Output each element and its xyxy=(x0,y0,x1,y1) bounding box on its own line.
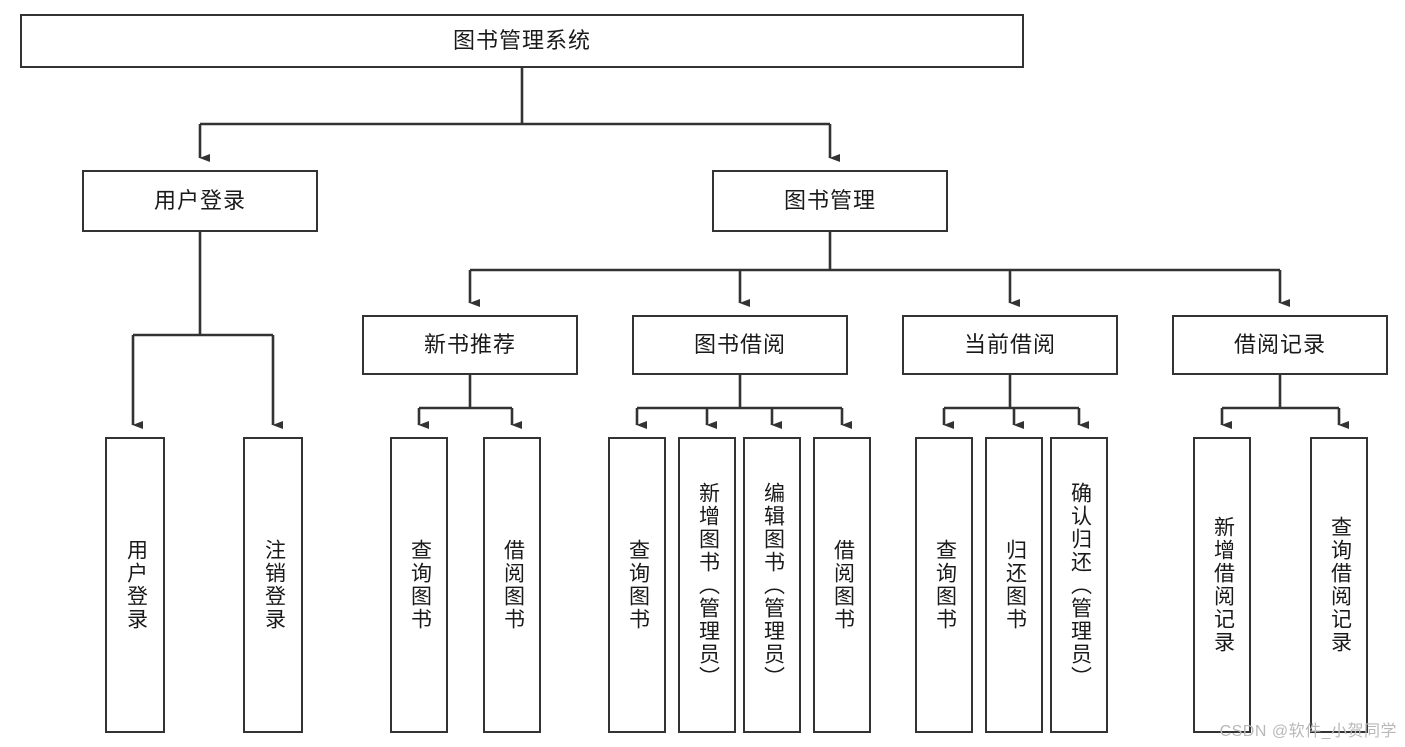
node-user-login[interactable]: 用户登录 xyxy=(82,170,318,232)
node-leaf-edit-book-label: 编辑图书（管理员） xyxy=(761,481,785,689)
node-borrow-record-label: 借阅记录 xyxy=(1233,331,1326,357)
node-leaf-borrow-book-1-label: 借阅图书 xyxy=(501,539,525,631)
node-leaf-user-login-label: 用户登录 xyxy=(124,539,148,631)
node-leaf-query-record-label: 查询借阅记录 xyxy=(1328,516,1352,654)
node-borrow-record[interactable]: 借阅记录 xyxy=(1172,315,1388,375)
node-current-borrow-label: 当前借阅 xyxy=(963,331,1056,357)
node-leaf-query-book-2-label: 查询图书 xyxy=(626,539,650,631)
node-leaf-confirm-return[interactable]: 确认归还（管理员） xyxy=(1050,437,1108,733)
node-leaf-query-book-3-label: 查询图书 xyxy=(933,539,957,631)
node-leaf-query-book-3[interactable]: 查询图书 xyxy=(915,437,973,733)
node-user-login-label: 用户登录 xyxy=(153,187,246,213)
node-leaf-add-book[interactable]: 新增图书（管理员） xyxy=(678,437,736,733)
node-leaf-borrow-book-1[interactable]: 借阅图书 xyxy=(483,437,541,733)
node-leaf-add-record[interactable]: 新增借阅记录 xyxy=(1193,437,1251,733)
node-leaf-logout[interactable]: 注销登录 xyxy=(243,437,303,733)
node-book-borrow[interactable]: 图书借阅 xyxy=(632,315,848,375)
node-book-manage[interactable]: 图书管理 xyxy=(712,170,948,232)
node-leaf-logout-label: 注销登录 xyxy=(262,539,286,631)
node-new-book-rec-label: 新书推荐 xyxy=(423,331,516,357)
node-new-book-rec[interactable]: 新书推荐 xyxy=(362,315,578,375)
node-leaf-borrow-book-2[interactable]: 借阅图书 xyxy=(813,437,871,733)
node-root[interactable]: 图书管理系统 xyxy=(20,14,1024,68)
node-leaf-user-login[interactable]: 用户登录 xyxy=(105,437,165,733)
node-leaf-query-book-1[interactable]: 查询图书 xyxy=(390,437,448,733)
node-leaf-return-book-label: 归还图书 xyxy=(1003,539,1027,631)
node-current-borrow[interactable]: 当前借阅 xyxy=(902,315,1118,375)
node-leaf-query-book-2[interactable]: 查询图书 xyxy=(608,437,666,733)
node-leaf-query-book-1-label: 查询图书 xyxy=(408,539,432,631)
node-book-manage-label: 图书管理 xyxy=(783,187,876,213)
node-leaf-query-record[interactable]: 查询借阅记录 xyxy=(1310,437,1368,733)
node-leaf-add-record-label: 新增借阅记录 xyxy=(1211,516,1235,654)
watermark: CSDN @软件_小贺同学 xyxy=(1219,723,1397,740)
node-leaf-borrow-book-2-label: 借阅图书 xyxy=(831,539,855,631)
node-leaf-edit-book[interactable]: 编辑图书（管理员） xyxy=(743,437,801,733)
node-root-label: 图书管理系统 xyxy=(452,27,591,53)
node-leaf-add-book-label: 新增图书（管理员） xyxy=(696,481,720,689)
node-leaf-return-book[interactable]: 归还图书 xyxy=(985,437,1043,733)
node-book-borrow-label: 图书借阅 xyxy=(693,331,786,357)
node-leaf-confirm-return-label: 确认归还（管理员） xyxy=(1068,481,1092,689)
